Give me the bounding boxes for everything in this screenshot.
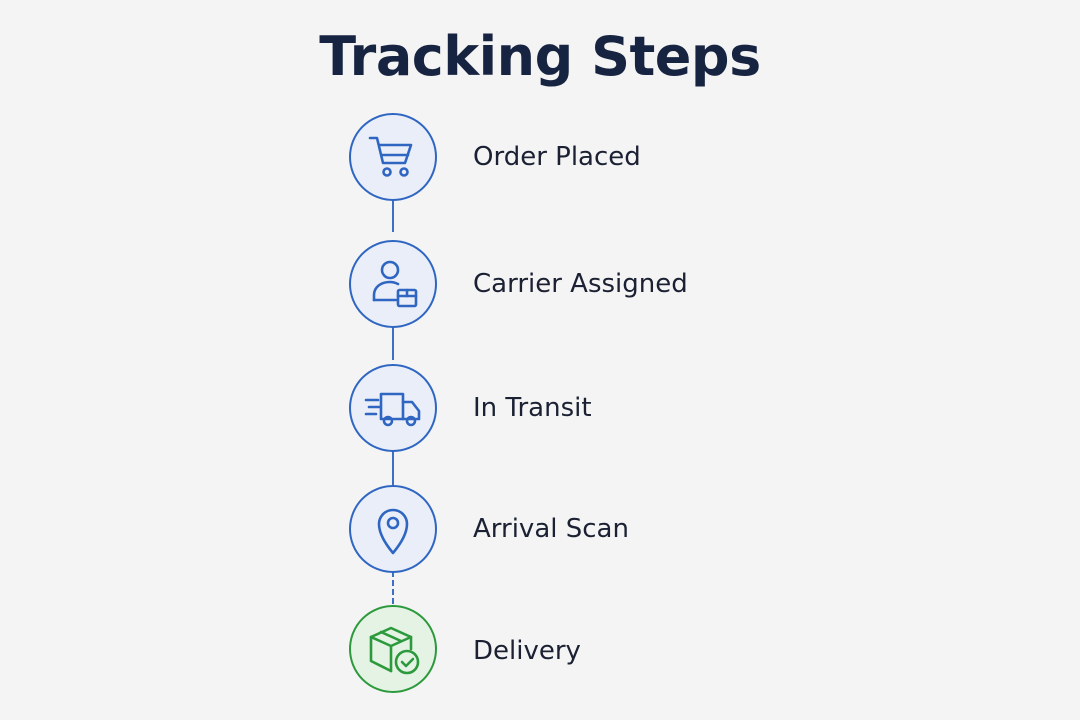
connector-line: [392, 450, 394, 485]
person-with-package-icon: [372, 260, 418, 308]
package-check-icon: [369, 626, 420, 675]
step-carrier-assigned: [349, 240, 437, 328]
step-in-transit: [349, 364, 437, 452]
delivery-truck-icon: [364, 392, 421, 427]
step-arrival-scan: [349, 485, 437, 573]
step-label-delivery: Delivery: [473, 636, 581, 666]
page-title: Tracking Steps: [319, 25, 761, 88]
step-label-arrival-scan: Arrival Scan: [473, 514, 629, 544]
connector-line: [392, 200, 394, 232]
connector-line-dashed: [392, 571, 394, 604]
step-label-order-placed: Order Placed: [473, 142, 641, 172]
step-label-carrier-assigned: Carrier Assigned: [473, 269, 688, 299]
step-delivery: [349, 605, 437, 693]
step-order-placed: [349, 113, 437, 201]
location-pin-icon: [377, 508, 409, 555]
shopping-cart-icon: [368, 136, 413, 177]
connector-line: [392, 326, 394, 360]
step-label-in-transit: In Transit: [473, 393, 592, 423]
